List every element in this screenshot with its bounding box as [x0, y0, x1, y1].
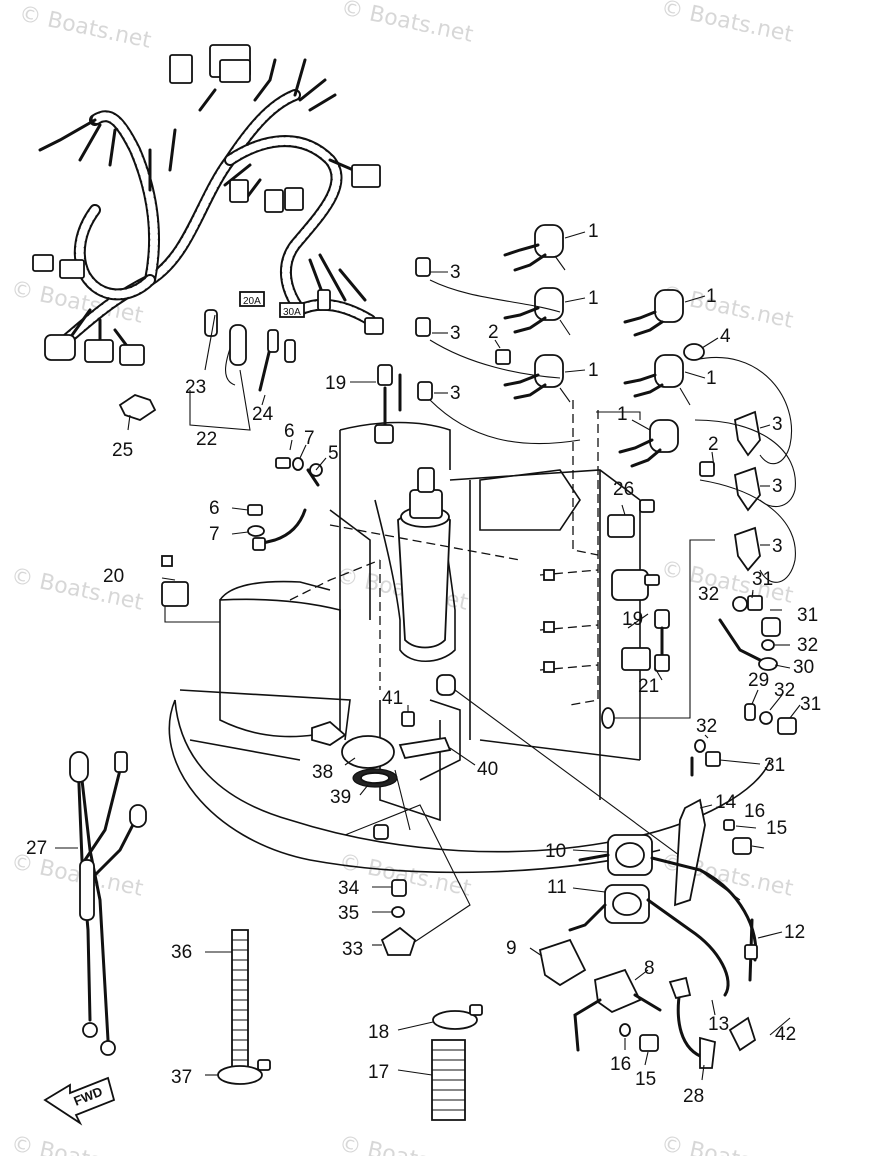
callout-label: 7 [209, 524, 220, 545]
callout-label: 1 [588, 360, 599, 381]
callout-label: 3 [772, 476, 783, 497]
callout-label: 2 [488, 322, 499, 343]
callout-label: 16 [744, 801, 765, 822]
callout-label: 40 [477, 759, 498, 780]
callout-label: 17 [368, 1062, 389, 1083]
fwd-arrow: FWD [43, 1076, 116, 1126]
watermark: © Boats.net [339, 0, 476, 48]
callout-label: 31 [797, 605, 818, 626]
tubes-and-clamps [217, 929, 483, 1121]
callout-label: 2 [708, 434, 719, 455]
callout-label: 37 [171, 1067, 192, 1088]
watermark: © Boats.net [9, 563, 146, 615]
callout-label: 38 [312, 762, 333, 783]
callout-label: 1 [706, 368, 717, 389]
callout-label: 14 [715, 792, 737, 813]
callout-label: 26 [613, 479, 634, 500]
callout-label: 11 [547, 877, 567, 898]
callout-label: 23 [185, 377, 206, 398]
callout-label: 3 [450, 262, 461, 283]
callout-label: 27 [26, 838, 47, 859]
callout-label: 28 [683, 1086, 704, 1107]
clip-25 [118, 394, 157, 421]
watermark: © Boats.net [17, 1, 154, 53]
callout-label: 18 [368, 1022, 389, 1043]
callout-label: 35 [338, 903, 359, 924]
callout-label: 25 [112, 440, 133, 461]
callout-label: 1 [617, 404, 628, 425]
callout-label: 9 [506, 938, 517, 959]
fuse-30a-label: 30A [283, 307, 301, 318]
callout-label: 20 [103, 566, 124, 587]
callout-label: 1 [588, 288, 599, 309]
watermark: © Boats.net [659, 1131, 796, 1156]
callout-labels: 1 1 1 1 1 1 2 2 3 3 3 3 3 3 4 5 6 6 7 7 … [26, 221, 821, 1107]
watermark: © Boats.net [9, 1131, 146, 1156]
callout-label: 32 [696, 716, 717, 737]
callout-label: 33 [342, 939, 363, 960]
callout-label: 3 [772, 536, 783, 557]
callout-label: 12 [784, 922, 805, 943]
callout-label: 36 [171, 942, 192, 963]
callout-label: 13 [708, 1014, 729, 1035]
watermark: © Boats.net [659, 0, 796, 48]
callout-label: 21 [638, 676, 659, 697]
callout-label: 15 [766, 818, 787, 839]
ignition-coils [503, 224, 691, 468]
callout-label: 42 [775, 1024, 796, 1045]
fuse-20a-label: 20A [243, 296, 261, 307]
callout-label: 19 [325, 373, 346, 394]
callout-label: 15 [635, 1069, 656, 1090]
callout-label: 31 [752, 569, 773, 590]
callout-label: 34 [338, 878, 360, 899]
callout-label: 29 [748, 670, 769, 691]
callout-label: 16 [610, 1054, 631, 1075]
electrical-relays [380, 798, 758, 1069]
callout-label: 6 [284, 421, 295, 442]
callout-label: 3 [450, 383, 461, 404]
callout-label: 32 [797, 635, 818, 656]
callout-label: 6 [209, 498, 220, 519]
callout-label: 3 [450, 323, 461, 344]
watermark: © Boats.net [9, 276, 146, 328]
callout-label: 31 [800, 694, 821, 715]
fasteners [161, 364, 797, 946]
wiring-harness: 20A 30A [32, 44, 384, 392]
callout-label: 3 [772, 414, 783, 435]
callout-label: 22 [196, 429, 217, 450]
callout-label: 32 [774, 680, 795, 701]
callout-label: 32 [698, 584, 719, 605]
callout-label: 1 [588, 221, 599, 242]
callout-label: 24 [252, 404, 274, 425]
callout-label: 5 [328, 443, 339, 464]
watermark: © Boats.net [337, 1131, 474, 1156]
callout-label: 4 [720, 326, 731, 347]
leader-lines [55, 231, 801, 1081]
callout-label: 31 [764, 755, 785, 776]
spark-plug-caps [415, 257, 796, 583]
callout-label: 39 [330, 787, 351, 808]
callout-label: 10 [545, 841, 566, 862]
callout-label: 7 [304, 428, 315, 449]
callout-label: 41 [382, 688, 403, 709]
callout-label: 30 [793, 657, 814, 678]
battery-cable-27 [69, 751, 147, 1056]
callout-label: 1 [706, 286, 717, 307]
callout-label: 19 [622, 609, 643, 630]
callout-label: 8 [644, 958, 655, 979]
